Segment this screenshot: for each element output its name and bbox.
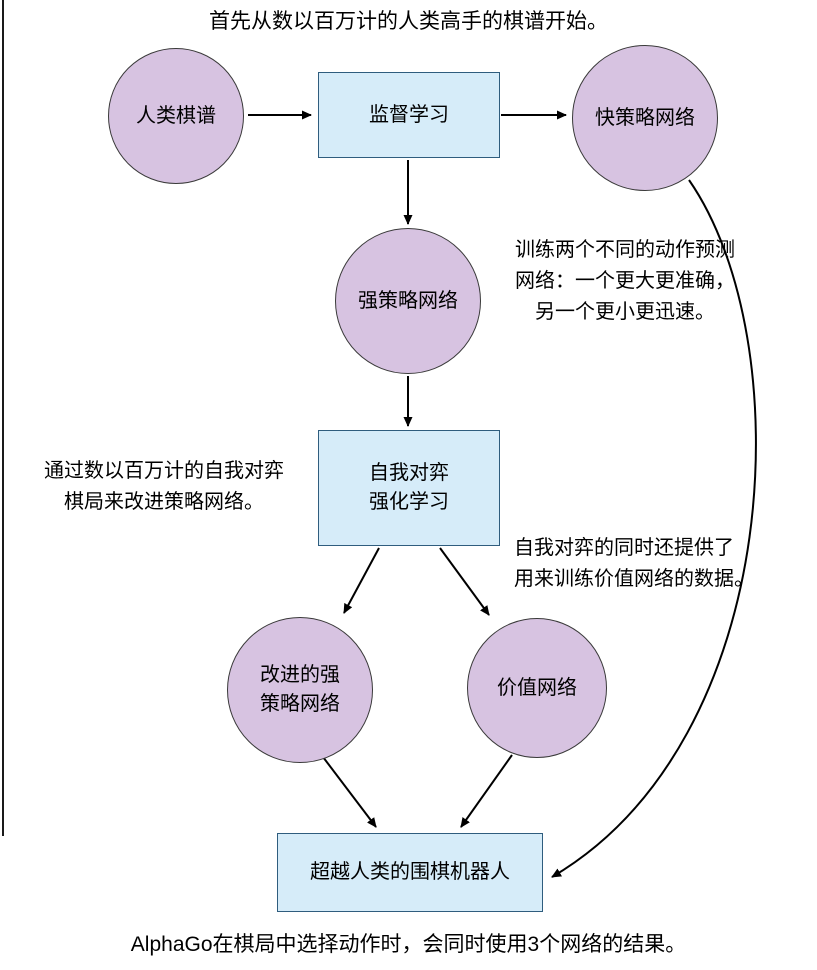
annotation-improve-policy: 通过数以百万计的自我对弈 棋局来改进策略网络。	[44, 460, 284, 513]
node-human-games: 人类棋谱	[108, 48, 244, 184]
node-superhuman-go-bot: 超越人类的围棋机器人	[277, 833, 543, 912]
left-edge-line	[2, 0, 4, 836]
arrow-value-to-bot	[460, 754, 513, 828]
arrow-improved-to-bot	[322, 756, 377, 828]
node-supervised-learning: 监督学习	[318, 72, 500, 158]
annotation-train-two-networks: 训练两个不同的动作预测 网络：一个更大更准确， 另一个更小更迅速。	[515, 239, 735, 323]
arrow-selfplay-to-improved	[343, 547, 380, 614]
arrow-selfplay-to-value	[439, 547, 490, 616]
node-value-network: 价值网络	[467, 618, 607, 758]
node-fast-policy-network: 快策略网络	[572, 45, 718, 191]
node-strong-policy-network: 强策略网络	[335, 228, 481, 374]
node-improved-strong-policy-network: 改进的强 策略网络	[227, 617, 373, 763]
node-self-play-rl: 自我对弈 强化学习	[318, 430, 500, 546]
annotation-value-data: 自我对弈的同时还提供了 用来训练价值网络的数据。	[514, 537, 754, 590]
caption-top: 首先从数以百万计的人类高手的棋谱开始。	[209, 10, 608, 33]
caption-bottom: AlphaGo在棋局中选择动作时，会同时使用3个网络的结果。	[130, 933, 687, 956]
